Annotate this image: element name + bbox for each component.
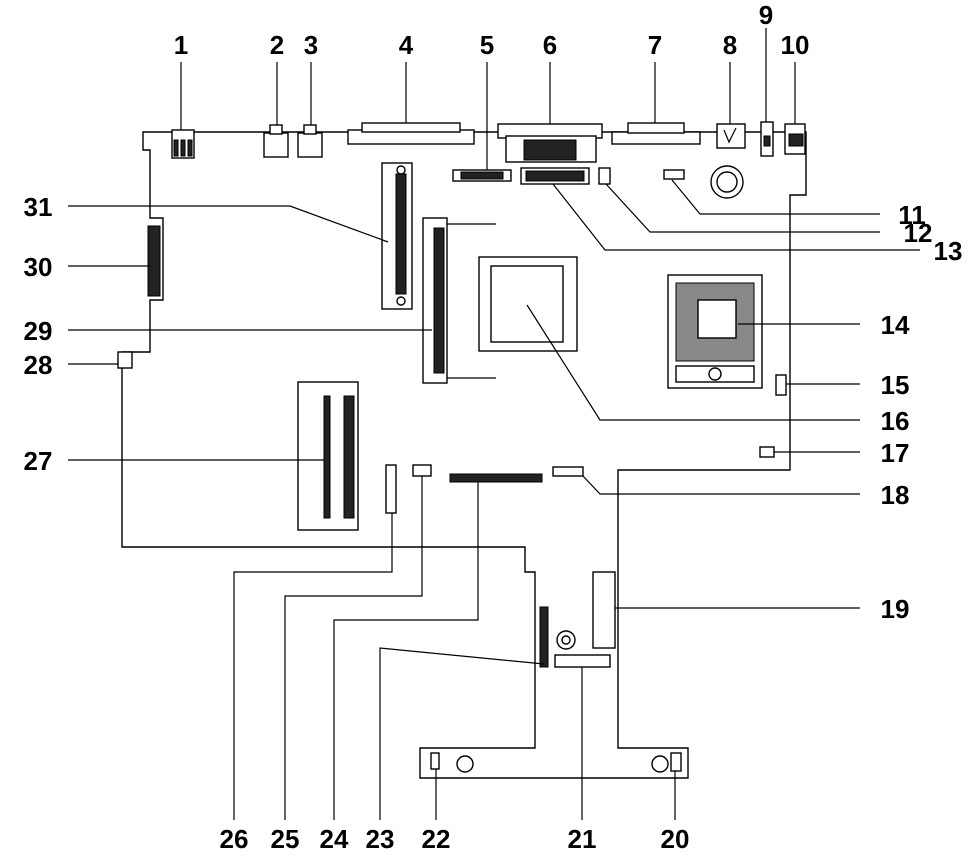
rj11-port [760, 121, 774, 157]
connector-24 [449, 473, 543, 483]
usb-connector [171, 129, 195, 159]
rtc-battery [710, 165, 744, 199]
callout-labels: 1 2 3 4 5 6 7 8 9 10 11 12 13 14 15 16 1… [24, 0, 963, 854]
connector-12 [598, 167, 611, 185]
callout-10: 10 [781, 30, 810, 60]
mount-hole [556, 630, 576, 650]
connector-20 [670, 752, 682, 772]
connector-13 [520, 167, 590, 185]
callout-11: 11 [898, 200, 926, 230]
cpu-socket-14 [667, 274, 763, 389]
callout-19: 19 [881, 594, 910, 624]
callout-14: 14 [881, 310, 910, 340]
chipset-16 [478, 256, 578, 352]
connector-15 [775, 374, 787, 396]
rj45-port [716, 123, 746, 149]
connector-25 [412, 464, 432, 477]
callout-20: 20 [661, 824, 690, 854]
callout-31: 31 [24, 192, 53, 222]
callout-8: 8 [723, 30, 737, 60]
slot-30 [147, 225, 161, 297]
callout-12: 12 [904, 218, 933, 248]
dc-in-jack [784, 123, 806, 155]
connector-23 [539, 606, 549, 668]
mount-hole-right [651, 755, 669, 773]
callout-7: 7 [648, 30, 662, 60]
callout-2: 2 [270, 30, 284, 60]
callout-26: 26 [220, 824, 249, 854]
switch-17 [759, 446, 775, 458]
callout-3: 3 [304, 30, 318, 60]
parallel-port [347, 122, 475, 145]
connector-19 [592, 571, 616, 649]
callout-16: 16 [881, 406, 910, 436]
callout-21: 21 [568, 824, 597, 854]
mount-hole-left [456, 755, 474, 773]
leader-lines [68, 28, 920, 820]
connector-22 [430, 752, 440, 770]
callout-6: 6 [543, 30, 557, 60]
callout-27: 27 [24, 446, 53, 476]
callout-18: 18 [881, 480, 910, 510]
callout-24: 24 [320, 824, 349, 854]
callout-13: 13 [934, 236, 963, 266]
callout-1: 1 [174, 30, 188, 60]
connector-18 [552, 466, 584, 477]
callout-29: 29 [24, 316, 53, 346]
connector-28 [117, 351, 133, 369]
callout-22: 22 [422, 824, 451, 854]
board-outline [121, 131, 807, 779]
callout-30: 30 [24, 252, 53, 282]
callout-25: 25 [271, 824, 300, 854]
callout-17: 17 [881, 438, 910, 468]
slot-31 [381, 162, 413, 310]
connector-26 [385, 464, 397, 514]
slot-29 [422, 217, 496, 384]
connector-21 [554, 654, 611, 668]
slot-27 [297, 381, 359, 531]
callout-28: 28 [24, 350, 53, 380]
audio-jack-1 [263, 124, 289, 158]
audio-jack-2 [297, 124, 323, 158]
connector-5 [452, 169, 512, 182]
callout-5: 5 [480, 30, 494, 60]
vga-port [611, 122, 701, 145]
docking-connector [497, 123, 603, 163]
callout-9: 9 [759, 0, 773, 30]
connector-11 [663, 169, 685, 180]
callout-23: 23 [366, 824, 395, 854]
callout-15: 15 [881, 370, 910, 400]
callout-4: 4 [399, 30, 414, 60]
